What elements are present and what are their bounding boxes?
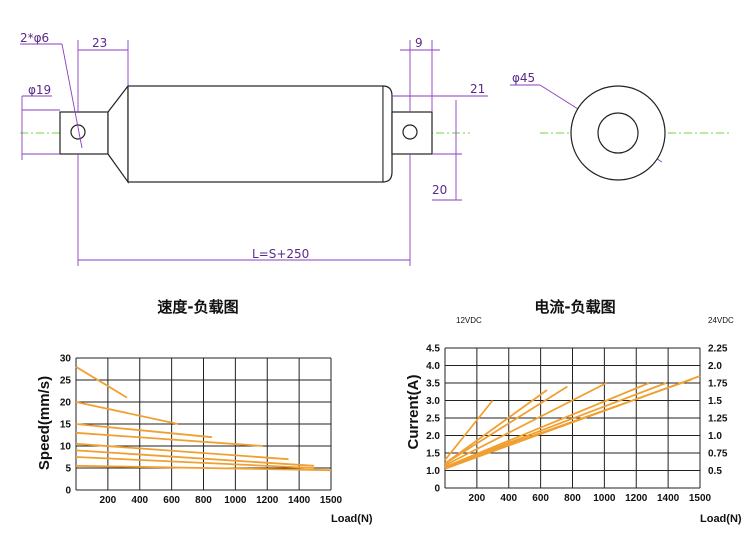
actuator-body [127,85,384,183]
speed-chart-title: 速度-负载图 [157,298,238,316]
dim-rear-end-length: 9 [415,36,423,50]
series-line-8 [444,375,701,470]
y-tick-label: 3.5 [426,379,440,390]
x-tick-label: 1000 [593,493,616,504]
y-tick-label: 15 [60,420,72,431]
series-line-1 [75,366,128,399]
series-line-3 [444,385,568,465]
x-tick-label: 1200 [625,493,648,504]
y-right-tick-label: 0.5 [708,466,722,477]
y-right-tick-label: 1.25 [708,414,728,425]
y-tick-label: 30 [60,354,72,365]
y-tick-label: 4.5 [426,344,440,355]
current-chart-title: 电流-负载图 [534,298,615,316]
current-chart-plot: 200 400 600 800 1000 1200 1400 1500 0 1.0 1.5 2.0 2.… [426,344,728,505]
y-tick-label: 2.5 [426,414,440,425]
x-tick-label: 600 [163,495,180,506]
x-tick-label: 400 [500,493,517,504]
dimension-lines [20,40,663,266]
dim-end-diameter: φ19 [28,83,51,97]
series-line-4 [444,382,607,467]
current-chart-right-unit: 24VDC [708,316,734,325]
y-right-tick-label: 1.5 [708,396,722,407]
x-tick-label: 800 [195,495,212,506]
x-tick-label: 400 [131,495,148,506]
dim-total-length: L=S+250 [252,247,309,261]
dim-rod-end-length: 23 [92,36,107,50]
y-tick-label: 3.0 [426,396,440,407]
current-chart-ylabel: Current(A) [405,375,422,450]
x-tick-label: 200 [469,493,486,504]
y-tick-label: 0 [434,484,440,495]
rear-pin-hole [402,124,418,140]
y-tick-label: 10 [60,442,72,453]
dim-rear-offset: 21 [470,82,485,96]
series-line-5 [75,442,289,461]
y-tick-label: 25 [60,376,72,387]
series-line-1 [444,399,494,461]
x-tick-label: 1500 [689,493,712,504]
series-line-2 [75,401,179,425]
dim-pin-holes: 2*φ6 [20,31,49,45]
x-tick-label: 200 [100,495,117,506]
dim-rear-width: 20 [432,183,447,197]
y-tick-label: 4.0 [426,361,440,372]
end-view-inner [597,112,639,154]
x-tick-label: 1200 [256,495,279,506]
x-tick-label: 1400 [657,493,680,504]
series-line-6 [75,449,315,467]
y-tick-label: 0 [65,486,71,497]
series-line-4 [75,431,264,447]
x-tick-label: 1000 [224,495,247,506]
y-right-tick-label: 1.0 [708,431,722,442]
front-taper [107,84,129,184]
y-tick-label: 1.5 [426,449,440,460]
series-line-7 [75,456,315,469]
x-tick-label: 1400 [288,495,311,506]
body-rear-cap [382,85,393,183]
speed-chart-ylabel: Speed(mm/s) [36,376,53,470]
actuator-dimension-drawing: 2*φ6 23 9 φ19 21 φ45 20 L=S+250 [20,31,730,266]
series-line-3 [75,423,213,439]
speed-chart-xlabel: Load(N) [331,513,373,525]
series-line-2 [444,389,548,465]
x-tick-label: 1500 [320,495,343,506]
y-tick-label: 1.0 [426,466,440,477]
y-tick-label: 2.0 [426,431,440,442]
speed-chart-plot: 200 400 600 800 1000 1200 1400 1500 0 5 10 15 20 25 30 [60,354,343,507]
technical-drawing: 2*φ6 23 9 φ19 21 φ45 20 L=S+250 [0,0,750,270]
y-right-tick-label: 0.75 [708,449,728,460]
y-tick-label: 20 [60,398,72,409]
y-right-tick-label: 2.0 [708,361,722,372]
rear-end-block [391,111,433,155]
dim-body-diameter: φ45 [512,71,535,85]
current-chart-xlabel: Load(N) [700,513,742,525]
current-chart-left-unit: 12VDC [456,316,482,325]
y-right-tick-label: 2.25 [708,344,728,355]
series-line-5 [444,382,650,468]
y-tick-label: 5 [65,464,71,475]
series-line-8 [75,464,332,472]
x-tick-label: 800 [564,493,581,504]
x-tick-label: 600 [532,493,549,504]
y-right-tick-label: 1.75 [708,379,728,390]
